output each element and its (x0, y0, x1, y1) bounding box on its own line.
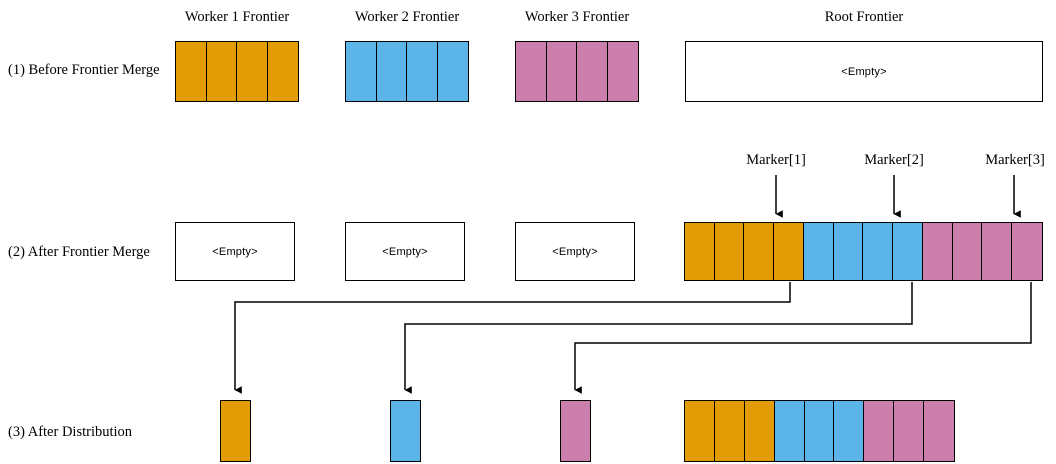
frontier-cell (376, 42, 407, 101)
frontier-cell (803, 223, 834, 280)
frontier-cell (804, 401, 835, 461)
frontier-cell (437, 42, 468, 101)
frontier-cell (744, 401, 775, 461)
frontier-cell (774, 223, 804, 280)
frontier-cell (833, 223, 864, 280)
frontier-cell (774, 401, 805, 461)
worker-3-frontier-before (515, 41, 639, 102)
empty-placeholder-text: <Empty> (382, 245, 428, 258)
frontier-cell (607, 42, 638, 101)
empty-placeholder-text: <Empty> (212, 245, 258, 258)
worker-2-frontier-before (345, 41, 469, 102)
root-frontier-before-empty: <Empty> (685, 41, 1043, 102)
column-title-worker-1: Worker 1 Frontier (184, 9, 290, 25)
frontier-cell (407, 42, 438, 101)
column-title-worker-3: Worker 3 Frontier (524, 9, 630, 25)
root-frontier-after-distribution (684, 400, 955, 462)
worker-1-frontier-after-distribution (220, 400, 251, 462)
frontier-cell (864, 401, 895, 461)
distribution-arrow-worker-2 (404, 282, 913, 394)
frontier-cell (237, 42, 268, 101)
distribution-arrow-worker-1 (234, 282, 791, 394)
frontier-cell (922, 223, 953, 280)
frontier-cell (863, 223, 894, 280)
frontier-cell (685, 401, 715, 461)
frontier-cell (834, 401, 865, 461)
frontier-cell (744, 223, 775, 280)
marker-2-label: Marker[2] (864, 152, 924, 168)
frontier-cell (1012, 223, 1042, 280)
frontier-cell (516, 42, 547, 101)
empty-placeholder-text: <Empty> (552, 245, 598, 258)
stage-label-after-distribution: (3) After Distribution (8, 424, 133, 440)
frontier-cell (894, 401, 924, 461)
frontier-cell (176, 42, 207, 101)
distribution-arrow-worker-3 (574, 282, 1032, 394)
frontier-cell (893, 223, 923, 280)
frontier-cell (221, 401, 250, 461)
frontier-cell (577, 42, 608, 101)
root-frontier-after-merge (684, 222, 1043, 281)
frontier-cell (346, 42, 377, 101)
frontier-cell (685, 223, 715, 280)
frontier-cell (546, 42, 577, 101)
frontier-cell (924, 401, 954, 461)
frontier-cell (982, 223, 1013, 280)
stage-label-before-frontier-merge: (1) Before Frontier Merge (8, 62, 160, 78)
worker-2-frontier-after-merge-empty: <Empty> (345, 222, 465, 281)
worker-1-frontier-before (175, 41, 299, 102)
column-title-root: Root Frontier (824, 9, 904, 25)
frontier-cell (561, 401, 590, 461)
worker-3-frontier-after-distribution (560, 400, 591, 462)
worker-3-frontier-after-merge-empty: <Empty> (515, 222, 635, 281)
empty-placeholder-text: <Empty> (841, 65, 887, 78)
frontier-cell (714, 223, 745, 280)
worker-2-frontier-after-distribution (390, 400, 421, 462)
frontier-cell (952, 223, 983, 280)
frontier-cell (267, 42, 298, 101)
frontier-cell (714, 401, 745, 461)
column-title-worker-2: Worker 2 Frontier (354, 9, 460, 25)
marker-1-label: Marker[1] (746, 152, 806, 168)
marker-3-label: Marker[3] (985, 152, 1045, 168)
worker-1-frontier-after-merge-empty: <Empty> (175, 222, 295, 281)
frontier-cell (391, 401, 420, 461)
frontier-cell (206, 42, 237, 101)
stage-label-after-frontier-merge: (2) After Frontier Merge (8, 244, 150, 260)
